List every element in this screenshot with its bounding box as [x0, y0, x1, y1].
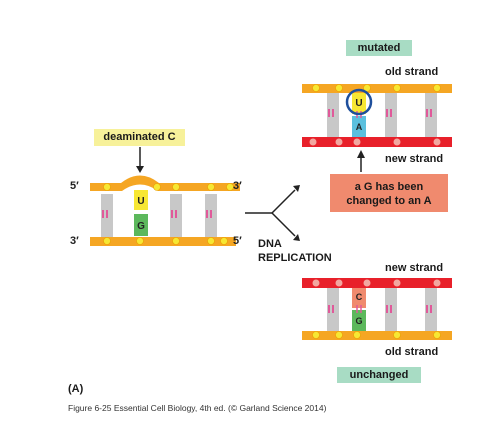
base-label-a-mutated: A: [356, 122, 363, 132]
highlight-circle: [345, 88, 373, 116]
old-strand-top: [302, 84, 452, 93]
unchanged-duplex: [302, 278, 452, 340]
unchanged-tag: unchanged: [337, 367, 421, 383]
top-strand: [90, 175, 240, 191]
base-g-unchanged: [352, 310, 366, 332]
base-label-g-left: G: [137, 221, 145, 232]
figure-caption: Figure 6-25 Essential Cell Biology, 4th …: [68, 403, 327, 413]
end-5prime-left-top: 5′: [70, 180, 79, 192]
replication-arrows: [245, 189, 296, 237]
mutated-tag: mutated: [346, 40, 412, 56]
new-strand-top-label: new strand: [385, 153, 444, 165]
base-a-mutated: [352, 116, 366, 138]
base-u: [134, 190, 148, 210]
old-strand-bottom-label: old strand: [385, 346, 439, 358]
end-3prime-left-bottom: 3′: [70, 235, 79, 247]
change-explanation-box: a G has been changed to an A: [330, 174, 448, 212]
new-strand-top: [302, 137, 452, 147]
new-strand-bottom-label: new strand: [385, 262, 444, 274]
end-5prime-left-bottom: 5′: [233, 235, 242, 247]
base-label-g-unchanged: G: [355, 316, 362, 326]
left-dna-duplex: [90, 175, 240, 246]
base-g: [134, 214, 148, 236]
base-c-unchanged: [352, 286, 366, 308]
new-strand-bottom: [302, 278, 452, 288]
base-u-mutated: [352, 92, 366, 114]
replication-label: REPLICATION: [258, 252, 332, 264]
deaminated-tag: deaminated C: [94, 129, 185, 146]
change-line-1: a G has been: [354, 181, 424, 193]
change-line-2: changed to an A: [346, 195, 432, 207]
dna-label: DNA: [258, 238, 282, 250]
old-strand-bottom: [302, 331, 452, 340]
old-strand-top-label: old strand: [385, 66, 439, 78]
base-label-u-mutated: U: [355, 98, 362, 109]
end-3prime-left-top: 3′: [233, 180, 242, 192]
bottom-strand: [90, 237, 236, 246]
base-label-c-unchanged: C: [356, 292, 363, 302]
panel-label: (A): [68, 383, 84, 395]
base-label-u-left: U: [137, 196, 144, 207]
mutated-duplex: [302, 84, 452, 147]
